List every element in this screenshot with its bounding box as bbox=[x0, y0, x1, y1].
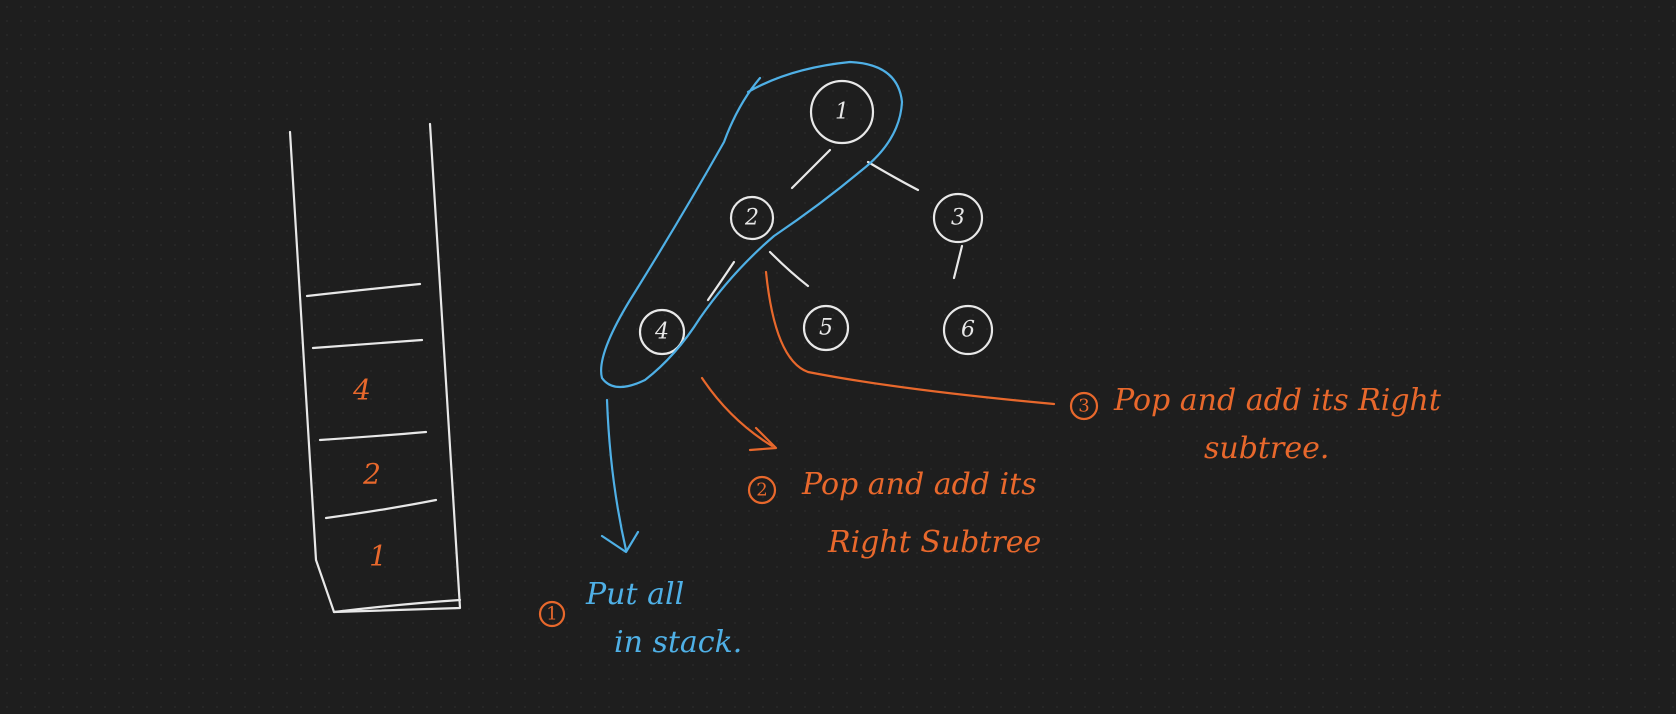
svg-text:5: 5 bbox=[819, 316, 833, 341]
tree-node: 6 bbox=[942, 304, 994, 356]
tree-edge bbox=[952, 244, 964, 280]
stack-item: 2 bbox=[362, 458, 381, 491]
svg-text:3: 3 bbox=[951, 206, 965, 231]
note-line: in stack. bbox=[614, 625, 742, 660]
stack-bottom bbox=[332, 598, 462, 614]
svg-text:4: 4 bbox=[654, 320, 669, 345]
note-step2: 2 Pop and add its Right Subtree bbox=[747, 467, 1041, 560]
stack-divider bbox=[305, 282, 422, 298]
binary-tree: 1 2 3 4 5 6 bbox=[638, 79, 994, 356]
step-number-badge bbox=[747, 475, 777, 505]
left-spine-lasso bbox=[600, 60, 904, 389]
tree-edge bbox=[768, 250, 810, 288]
note-line: Put all bbox=[585, 577, 684, 612]
step-number: 3 bbox=[1078, 396, 1089, 417]
tree-edge bbox=[790, 148, 832, 190]
step-number: 2 bbox=[756, 480, 767, 501]
push-arrowhead bbox=[600, 530, 640, 554]
step-number-badge bbox=[538, 600, 566, 628]
tree-node: 4 bbox=[638, 308, 686, 356]
step-number-badge bbox=[1069, 391, 1099, 421]
stack-divider bbox=[318, 430, 428, 442]
tree-node: 1 bbox=[809, 79, 875, 145]
note-line: subtree. bbox=[1204, 431, 1329, 466]
tree-node: 5 bbox=[802, 304, 850, 352]
step-number: 1 bbox=[546, 604, 557, 625]
stack-divider bbox=[324, 498, 438, 520]
pop-arrow-step3 bbox=[764, 270, 1056, 406]
stack-item: 4 bbox=[352, 374, 371, 407]
note-step1: 1 Put all in stack. bbox=[538, 577, 742, 660]
pop-arrow-step2 bbox=[700, 376, 774, 448]
svg-text:2: 2 bbox=[744, 206, 759, 231]
pop-arrow-step2-head bbox=[748, 426, 778, 452]
tree-node: 2 bbox=[729, 195, 775, 241]
tree-node: 3 bbox=[932, 192, 984, 244]
note-line: Pop and add its bbox=[801, 467, 1037, 502]
push-arrow bbox=[605, 398, 628, 552]
note-step3: 3 Pop and add its Right subtree. bbox=[1069, 383, 1442, 466]
note-line: Right Subtree bbox=[827, 525, 1041, 560]
svg-text:1: 1 bbox=[835, 100, 849, 125]
svg-text:6: 6 bbox=[961, 318, 975, 343]
tree-edge bbox=[706, 260, 736, 302]
stack-diagram: 4 2 1 bbox=[288, 122, 462, 614]
stack-item: 1 bbox=[369, 540, 387, 573]
note-line: Pop and add its Right bbox=[1113, 383, 1442, 418]
tree-edge bbox=[866, 160, 920, 192]
stack-divider bbox=[311, 338, 424, 350]
